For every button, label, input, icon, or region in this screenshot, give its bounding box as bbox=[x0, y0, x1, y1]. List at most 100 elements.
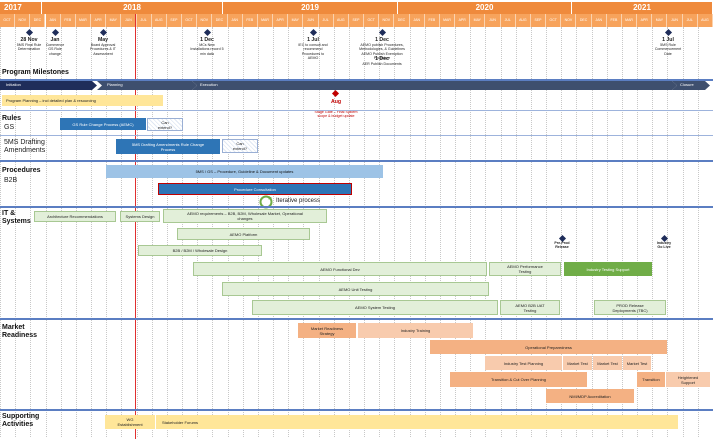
system-testing-bar: AEMO System Testing bbox=[252, 300, 498, 315]
iterative-process-label: Iterative process bbox=[276, 198, 321, 204]
functional-dev-bar: AEMO Functional Dev bbox=[193, 262, 487, 276]
section-procedures-b2b: B2B bbox=[4, 177, 18, 184]
current-date-line bbox=[135, 14, 136, 439]
year-2017: 2017 bbox=[0, 2, 42, 14]
procedure-consultation-bar: Procedure Consultation bbox=[158, 183, 352, 195]
industry-test-planning-bar: Industry Test Planning bbox=[485, 356, 562, 370]
month-cell: FEB bbox=[606, 14, 622, 27]
section-supporting-activities: Supporting Activities bbox=[2, 413, 40, 428]
industry-golive-label: Industry Go Live bbox=[656, 241, 672, 250]
section-divider bbox=[0, 110, 713, 111]
b2b-uat-bar: AEMO B2B UAT Testing bbox=[500, 300, 560, 315]
milestone-text: AEMO publish Procedures, Methodologies, … bbox=[359, 43, 405, 60]
phase-label-closure: Closure bbox=[680, 82, 694, 87]
aemo-requirements-bar: AEMO requirements – B2B, B2M, Wholesale … bbox=[163, 209, 327, 223]
milestone-diamond bbox=[25, 28, 33, 37]
aemo-platform-bar: AEMO Platform bbox=[177, 228, 310, 240]
month-cell: DEC bbox=[212, 14, 228, 27]
milestone-text: AER Publish Documents bbox=[362, 62, 402, 66]
month-cell: MAY bbox=[288, 14, 304, 27]
phase-execution bbox=[192, 81, 677, 90]
month-gridline bbox=[136, 27, 138, 437]
preprod-label: Pre-Prod Release bbox=[554, 241, 570, 250]
month-gridline bbox=[91, 27, 93, 437]
phase-label-execution: Execution bbox=[200, 82, 218, 87]
month-cell: MAY bbox=[652, 14, 668, 27]
section-divider bbox=[0, 318, 713, 320]
month-cell: DEC bbox=[394, 14, 410, 27]
month-cell: JUL bbox=[682, 14, 698, 27]
month-gridline bbox=[439, 27, 441, 437]
section-divider bbox=[0, 160, 713, 162]
month-cell: NOV bbox=[561, 14, 577, 27]
month-cell: OCT bbox=[546, 14, 562, 27]
milestone-date: Jan bbox=[50, 37, 60, 43]
month-cell: APR bbox=[455, 14, 471, 27]
month-cell: NOV bbox=[379, 14, 395, 27]
market-test-bar-1: Market Test bbox=[563, 356, 592, 370]
month-cell: JAN bbox=[591, 14, 607, 27]
milestone-diamond bbox=[309, 28, 317, 37]
milestone-diamond bbox=[664, 28, 672, 37]
month-cell: OCT bbox=[0, 14, 16, 27]
milestone-date: 1 Dec bbox=[375, 37, 389, 43]
month-gridline bbox=[652, 27, 654, 437]
section-divider bbox=[0, 409, 713, 411]
market-test-bar-2: Market Test bbox=[593, 356, 622, 370]
month-cell: JUN bbox=[303, 14, 319, 27]
month-gridline bbox=[667, 27, 669, 437]
industry-testing-support-bar: Industry Testing Support bbox=[564, 262, 652, 276]
month-cell: MAY bbox=[106, 14, 122, 27]
operational-preparedness-bar: Operational Preparedness bbox=[430, 340, 667, 354]
month-gridline bbox=[75, 27, 77, 437]
month-gridline bbox=[394, 27, 396, 437]
month-gridline bbox=[485, 27, 487, 437]
transition-bar: Transition bbox=[637, 372, 665, 387]
stakeholder-forums-bar: Stakeholder Forums bbox=[156, 415, 678, 429]
section-5ms-drafting: 5MS Drafting Amendments bbox=[4, 139, 46, 154]
month-gridline bbox=[470, 27, 472, 437]
month-cell: JUL bbox=[500, 14, 516, 27]
month-gridline bbox=[515, 27, 517, 437]
year-2018: 2018 bbox=[42, 2, 223, 14]
phase-planning bbox=[97, 81, 197, 90]
section-rules-gs: GS bbox=[4, 124, 15, 131]
month-gridline bbox=[682, 27, 684, 437]
month-cell: NOV bbox=[197, 14, 213, 27]
month-gridline bbox=[530, 27, 532, 437]
month-cell: FEB bbox=[242, 14, 258, 27]
month-cell: MAR bbox=[439, 14, 456, 27]
month-cell: FEB bbox=[424, 14, 440, 27]
month-cell: SEP bbox=[348, 14, 365, 27]
performance-testing-bar: AEMO Performance Testing bbox=[489, 262, 561, 276]
month-cell: MAR bbox=[257, 14, 274, 27]
milestone-text: IEC to consult and recommend Procedures … bbox=[298, 43, 328, 60]
month-gridline bbox=[106, 27, 108, 437]
month-gridline bbox=[455, 27, 457, 437]
program-planning-bar: Program Planning – incl detailed plan & … bbox=[2, 95, 163, 106]
month-cell: AUG bbox=[333, 14, 349, 27]
milestone-text: 5MS Rule Commencement Date bbox=[654, 43, 682, 56]
year-2019: 2019 bbox=[223, 2, 398, 14]
milestone-date: 28 Nov bbox=[20, 37, 38, 43]
month-gridline bbox=[500, 27, 502, 437]
milestone-date: May bbox=[97, 37, 109, 43]
phase-label-initiation: Initiation bbox=[6, 82, 21, 87]
milestone-text: MCs New Installations record 5 min data bbox=[190, 43, 224, 56]
month-cell: JUL bbox=[318, 14, 334, 27]
month-cell: JUN bbox=[485, 14, 501, 27]
month-cell: MAR bbox=[75, 14, 91, 27]
month-gridline bbox=[379, 27, 381, 437]
phase-initiation bbox=[0, 81, 97, 90]
month-gridline bbox=[697, 27, 699, 437]
gs-rule-change-bar: GS Rule Change Process (AEMC) bbox=[60, 118, 146, 130]
month-cell: DEC bbox=[576, 14, 592, 27]
mr-strategy-bar: Market Readiness Strategy bbox=[298, 323, 356, 338]
milestone-text: 5MS Final Rule Determination bbox=[16, 43, 42, 52]
month-cell: OCT bbox=[364, 14, 380, 27]
stage-gate-label: Aug Stage Gate – Final System scope & bu… bbox=[314, 99, 358, 118]
